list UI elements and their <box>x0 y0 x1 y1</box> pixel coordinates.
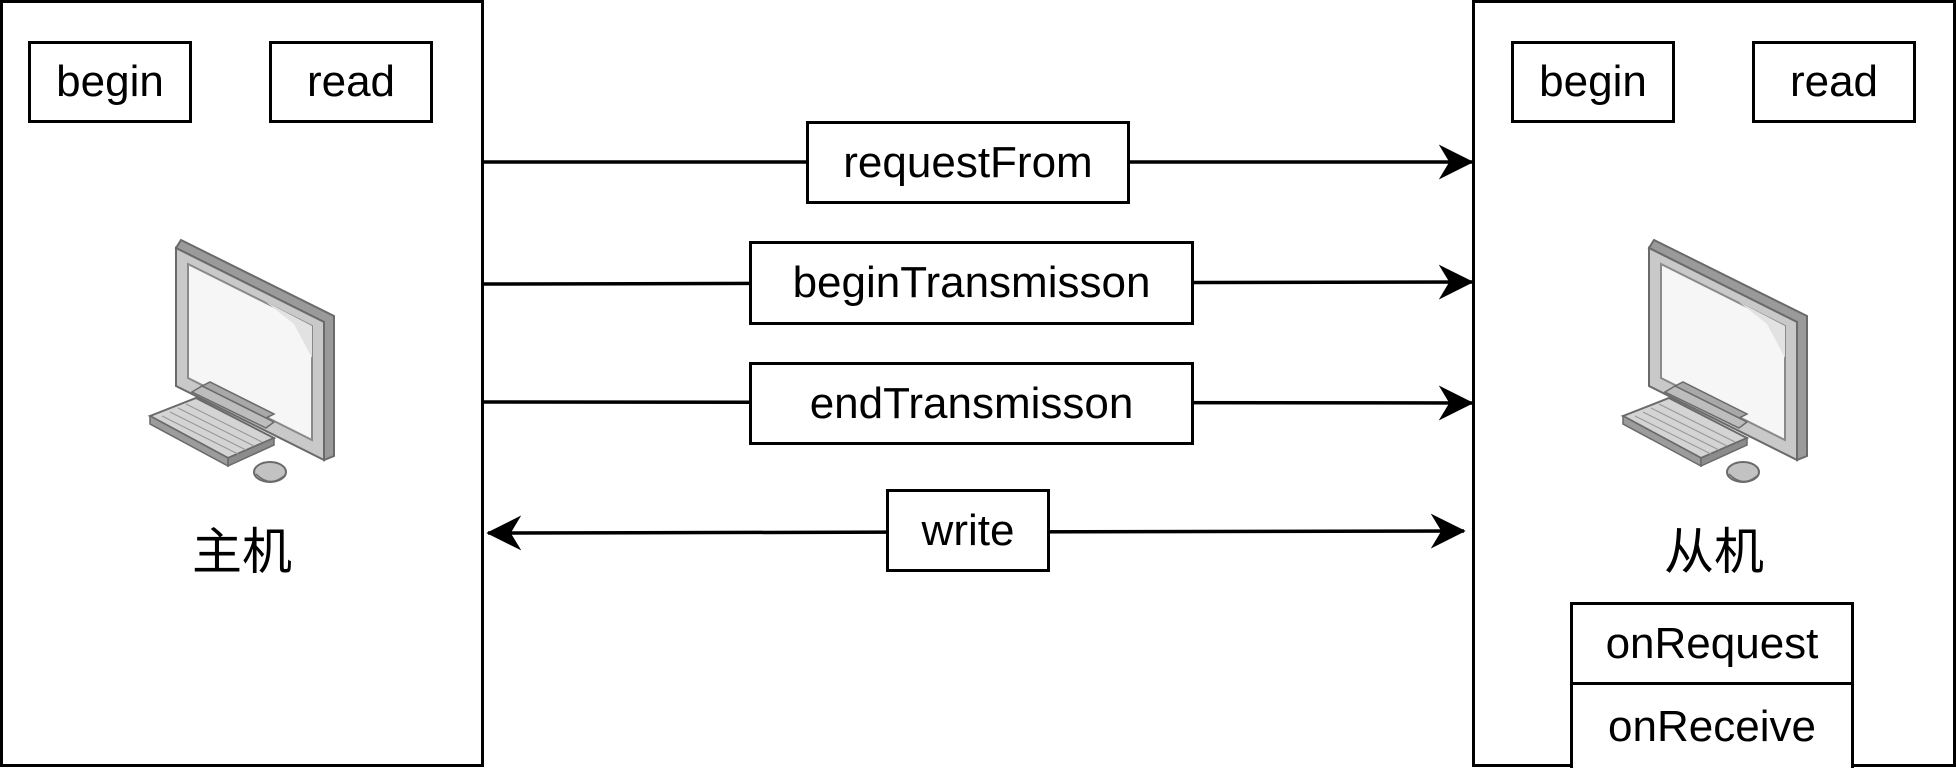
request-from-label: requestFrom <box>806 121 1130 204</box>
on-receive-box: onReceive <box>1570 682 1854 768</box>
begin-transmission-label: beginTransmisson <box>749 241 1194 325</box>
master-begin-box: begin <box>28 41 192 123</box>
write-label: write <box>886 489 1050 572</box>
slave-begin-box: begin <box>1511 41 1675 123</box>
on-request-box: onRequest <box>1570 602 1854 685</box>
slave-computer-icon <box>1620 238 1808 483</box>
end-transmission-label: endTransmisson <box>749 362 1194 445</box>
slave-caption: 从机 <box>1664 523 1764 581</box>
master-computer-icon <box>147 238 335 483</box>
master-caption: 主机 <box>192 523 292 581</box>
slave-read-box: read <box>1752 41 1916 123</box>
master-read-box: read <box>269 41 433 123</box>
